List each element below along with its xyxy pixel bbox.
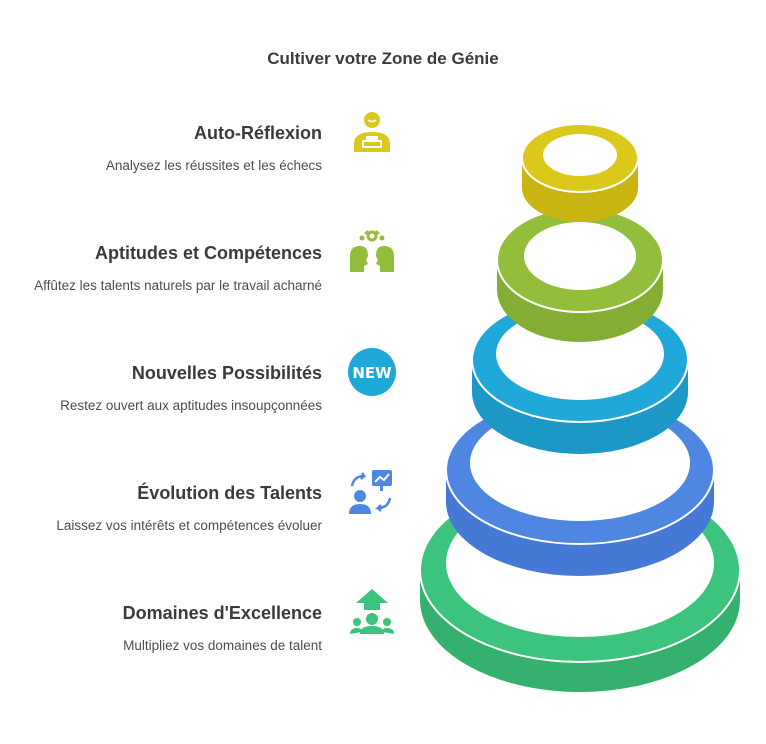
item-aptitudes-competences: Aptitudes et Compétences Affûtez les tal… <box>2 242 322 295</box>
item-description: Affûtez les talents naturels par le trav… <box>34 278 322 293</box>
item-description: Multipliez vos domaines de talent <box>123 638 322 653</box>
person-chart-arrows-icon <box>346 466 398 518</box>
item-title: Auto-Réflexion <box>194 123 322 143</box>
ring-auto-reflexion <box>521 123 639 222</box>
item-title: Nouvelles Possibilités <box>131 363 322 383</box>
item-title: Aptitudes et Compétences <box>94 243 322 263</box>
item-description: Laissez vos intérêts et compétences évol… <box>56 518 322 533</box>
svg-text:NEW: NEW <box>352 364 392 382</box>
new-badge-icon: NEW <box>346 346 398 398</box>
item-title: Domaines d'Excellence <box>122 603 322 623</box>
item-title: Évolution des Talents <box>137 483 322 503</box>
ring-aptitudes-competences <box>496 207 664 342</box>
diagram-title: Cultiver votre Zone de Génie <box>267 49 499 68</box>
item-description: Restez ouvert aux aptitudes insoupçonnée… <box>60 398 322 413</box>
item-evolution-talents: Évolution des Talents Laissez vos intérê… <box>2 482 322 535</box>
person-reflection-icon <box>346 106 398 158</box>
item-description: Analysez les réussites et les échecs <box>105 158 322 173</box>
two-heads-gears-icon <box>346 226 398 278</box>
item-domaines-excellence: Domaines d'Excellence Multipliez vos dom… <box>2 602 322 655</box>
growth-arrow-people-icon <box>346 586 398 638</box>
item-auto-reflexion: Auto-Réflexion Analysez les réussites et… <box>2 122 322 175</box>
item-nouvelles-possibilites: Nouvelles Possibilités Restez ouvert aux… <box>2 362 322 415</box>
